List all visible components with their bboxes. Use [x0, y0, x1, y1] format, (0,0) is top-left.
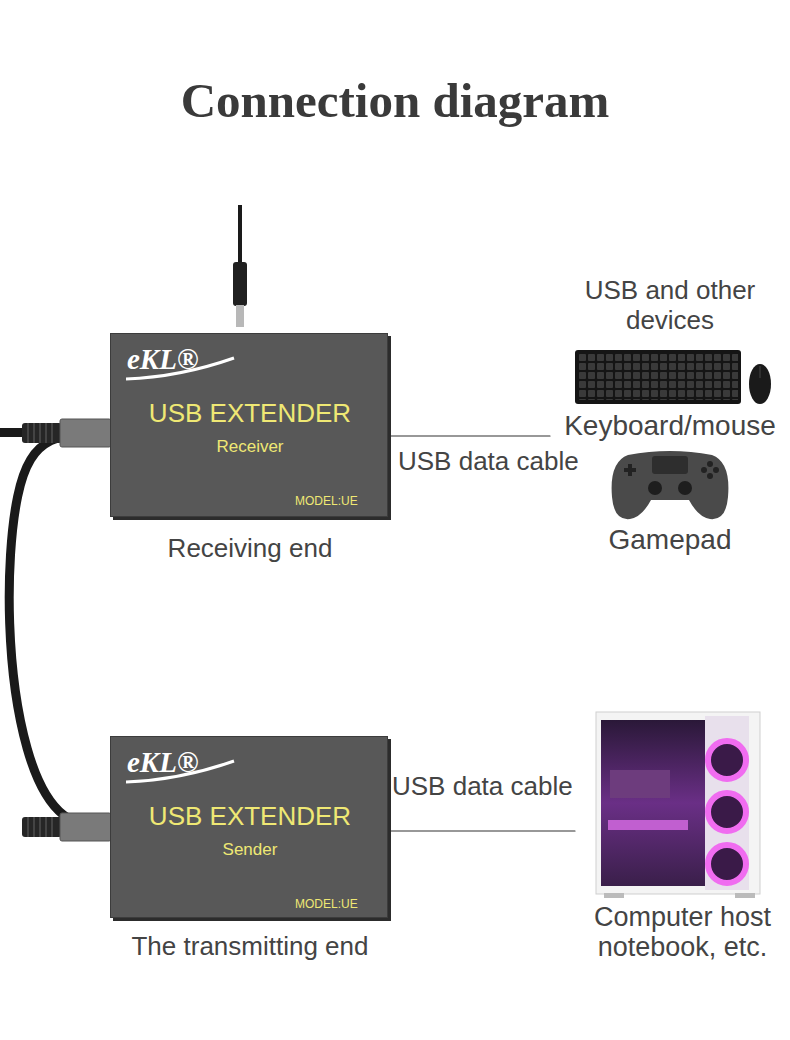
unit-caption: The transmitting end: [91, 931, 409, 962]
host-computer: Computer host notebook, etc.: [575, 705, 790, 967]
plug-body: [60, 813, 111, 841]
pc-fan: [708, 741, 746, 779]
keyboard-illustration: [575, 350, 771, 404]
unit-role: Receiver: [111, 437, 389, 457]
pc-fan: [708, 793, 746, 831]
pc-window: [601, 720, 705, 886]
button: [701, 467, 707, 473]
gamepad-illustration: [612, 451, 729, 519]
pc-foot: [735, 893, 755, 898]
network-wire: [0, 428, 24, 437]
mouse-split: [760, 366, 761, 378]
dpad: [624, 464, 636, 476]
brand-logo: eKL®: [127, 342, 247, 377]
gamepad-body: [612, 451, 729, 519]
strain-relief: [22, 817, 62, 837]
power-cable: [233, 205, 247, 327]
brand-logo: eKL®: [127, 745, 247, 780]
power-plug: [233, 262, 247, 306]
cable-label: USB data cable: [392, 771, 573, 802]
unit-caption: Receiving end: [91, 533, 409, 564]
device-label: Keyboard/mouse: [550, 409, 790, 443]
mouse: [749, 364, 771, 404]
usb-cable-line: [388, 435, 550, 436]
product-name: USB EXTENDER: [111, 398, 389, 429]
device-group: USB and other devicesKeyboard/mouseGamep…: [550, 272, 790, 562]
model-number: MODEL:UE: [295, 494, 385, 508]
device-heading: USB and other devices: [570, 275, 770, 335]
product-name: USB EXTENDER: [111, 801, 389, 832]
computer-illustration: [596, 712, 760, 898]
cable-label: USB data cable: [398, 446, 579, 477]
rj45-plug: [0, 419, 111, 447]
rj45-plug: [22, 813, 111, 841]
button: [707, 473, 713, 479]
strain-ribs: [28, 423, 52, 443]
thumbstick: [678, 481, 692, 495]
pc-foot: [604, 893, 624, 898]
power-wire: [238, 205, 242, 266]
touchpad: [652, 456, 688, 474]
strain-relief: [22, 423, 62, 443]
pc-fan: [708, 845, 746, 883]
strain-ribs: [28, 817, 52, 837]
model-number: MODEL:UE: [295, 897, 385, 911]
usb-cable-line: [388, 830, 575, 831]
host-label: Computer host notebook, etc.: [575, 902, 790, 962]
button: [707, 461, 713, 467]
device-label: Gamepad: [550, 523, 790, 557]
keyboard-body: [575, 350, 741, 404]
pc-board: [610, 770, 670, 798]
pc-front: [705, 716, 749, 890]
plug-body: [60, 419, 111, 447]
button: [713, 467, 719, 473]
pc-gpu: [608, 820, 688, 830]
thumbstick: [648, 481, 662, 495]
unit-role: Sender: [111, 840, 389, 860]
extender-unit: eKL®USB EXTENDERSenderMODEL:UEThe transm…: [110, 736, 388, 918]
diagram-title: Connection diagram: [0, 72, 790, 129]
network-cable: [9, 433, 110, 827]
keyboard-keys: [578, 353, 738, 400]
pc-case: [596, 712, 760, 894]
extender-unit: eKL®USB EXTENDERReceiverMODEL:UEReceivin…: [110, 333, 388, 517]
power-tip: [236, 305, 244, 327]
